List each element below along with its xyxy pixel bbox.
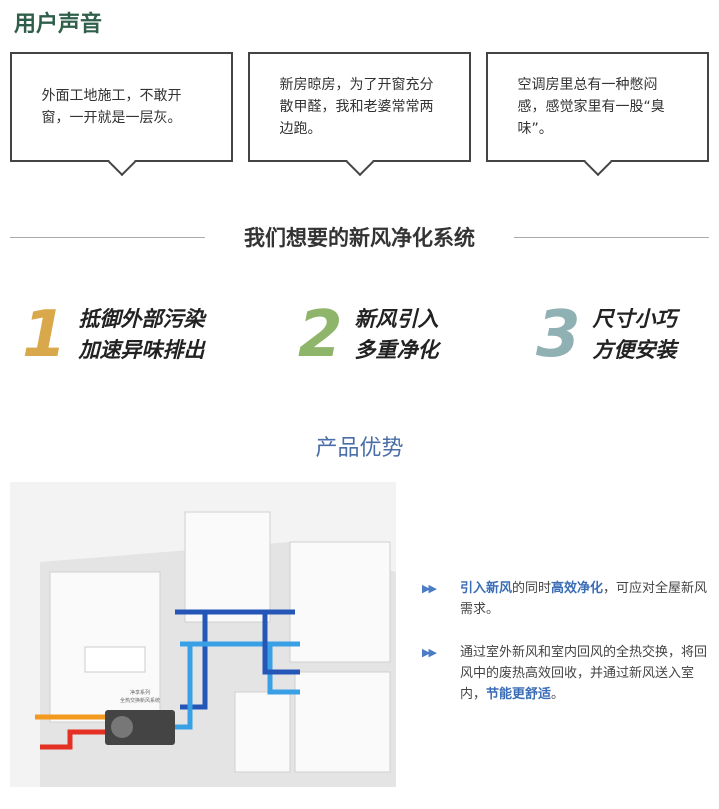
divider — [514, 237, 709, 238]
floorplan-svg: 净享系列 全热交换新风系统 — [10, 482, 396, 787]
advantage-point: ▶▶ 通过室外新风和室内回风的全热交换，将回风中的废热高效回收，并通过新风送入室… — [422, 642, 712, 705]
feature-2: 2 新风引入多重净化 — [298, 298, 439, 372]
feature-1: 1 抵御外部污染加速异味排出 — [22, 298, 205, 372]
bubble-text: 外面工地施工，不敢开窗，一开就是一层灰。 — [41, 88, 182, 126]
unit-label: 全热交换新风系统 — [120, 697, 160, 704]
feature-line: 多重净化 — [354, 338, 439, 362]
divider — [10, 237, 205, 238]
highlight: 节能更舒适 — [486, 687, 552, 702]
text: 。 — [551, 687, 565, 702]
feature-3: 3 尺寸小巧方便安装 — [536, 298, 677, 372]
double-triangle-right-icon: ▶▶ — [422, 646, 437, 659]
speech-bubble: 新房晾房，为了开窗充分散甲醛，我和老婆常常两边跑。 — [248, 52, 471, 162]
feature-line: 新风引入 — [354, 307, 439, 331]
floorplan-illustration: 净享系列 全热交换新风系统 — [10, 482, 396, 787]
feature-number: 3 — [536, 298, 581, 372]
feature-number: 1 — [22, 298, 67, 372]
unit-label: 净享系列 — [130, 689, 150, 696]
text: 通过室外新风和室内回风的全热交换，将回风中的废热高效回收，并通过新风送入室内， — [460, 645, 708, 702]
section-title: 我们想要的新风净化系统 — [244, 226, 475, 250]
feature-number: 2 — [298, 298, 343, 372]
advantage-title: 产品优势 — [315, 436, 404, 461]
feature-line: 尺寸小巧 — [592, 307, 677, 331]
feature-line: 方便安装 — [592, 338, 677, 362]
feature-line: 抵御外部污染 — [78, 307, 205, 331]
double-triangle-right-icon: ▶▶ — [422, 582, 437, 595]
feature-line: 加速异味排出 — [78, 338, 205, 362]
advantage-point: ▶▶ 引入新风的同时高效净化，可应对全屋新风需求。 — [422, 578, 712, 620]
highlight: 高效净化 — [551, 581, 604, 596]
speech-bubble: 外面工地施工，不敢开窗，一开就是一层灰。 — [10, 52, 233, 162]
text: 的同时 — [512, 581, 552, 596]
speech-bubble: 空调房里总有一种憋闷感，感觉家里有一股“臭味”。 — [486, 52, 709, 162]
bubble-text: 空调房里总有一种憋闷感，感觉家里有一股“臭味”。 — [517, 77, 665, 137]
bubble-text: 新房晾房，为了开窗充分散甲醛，我和老婆常常两边跑。 — [279, 77, 434, 137]
text: ，可应对全屋新风需求。 — [460, 581, 708, 617]
highlight: 引入新风 — [460, 581, 513, 596]
page-title: 用户声音 — [14, 12, 103, 37]
